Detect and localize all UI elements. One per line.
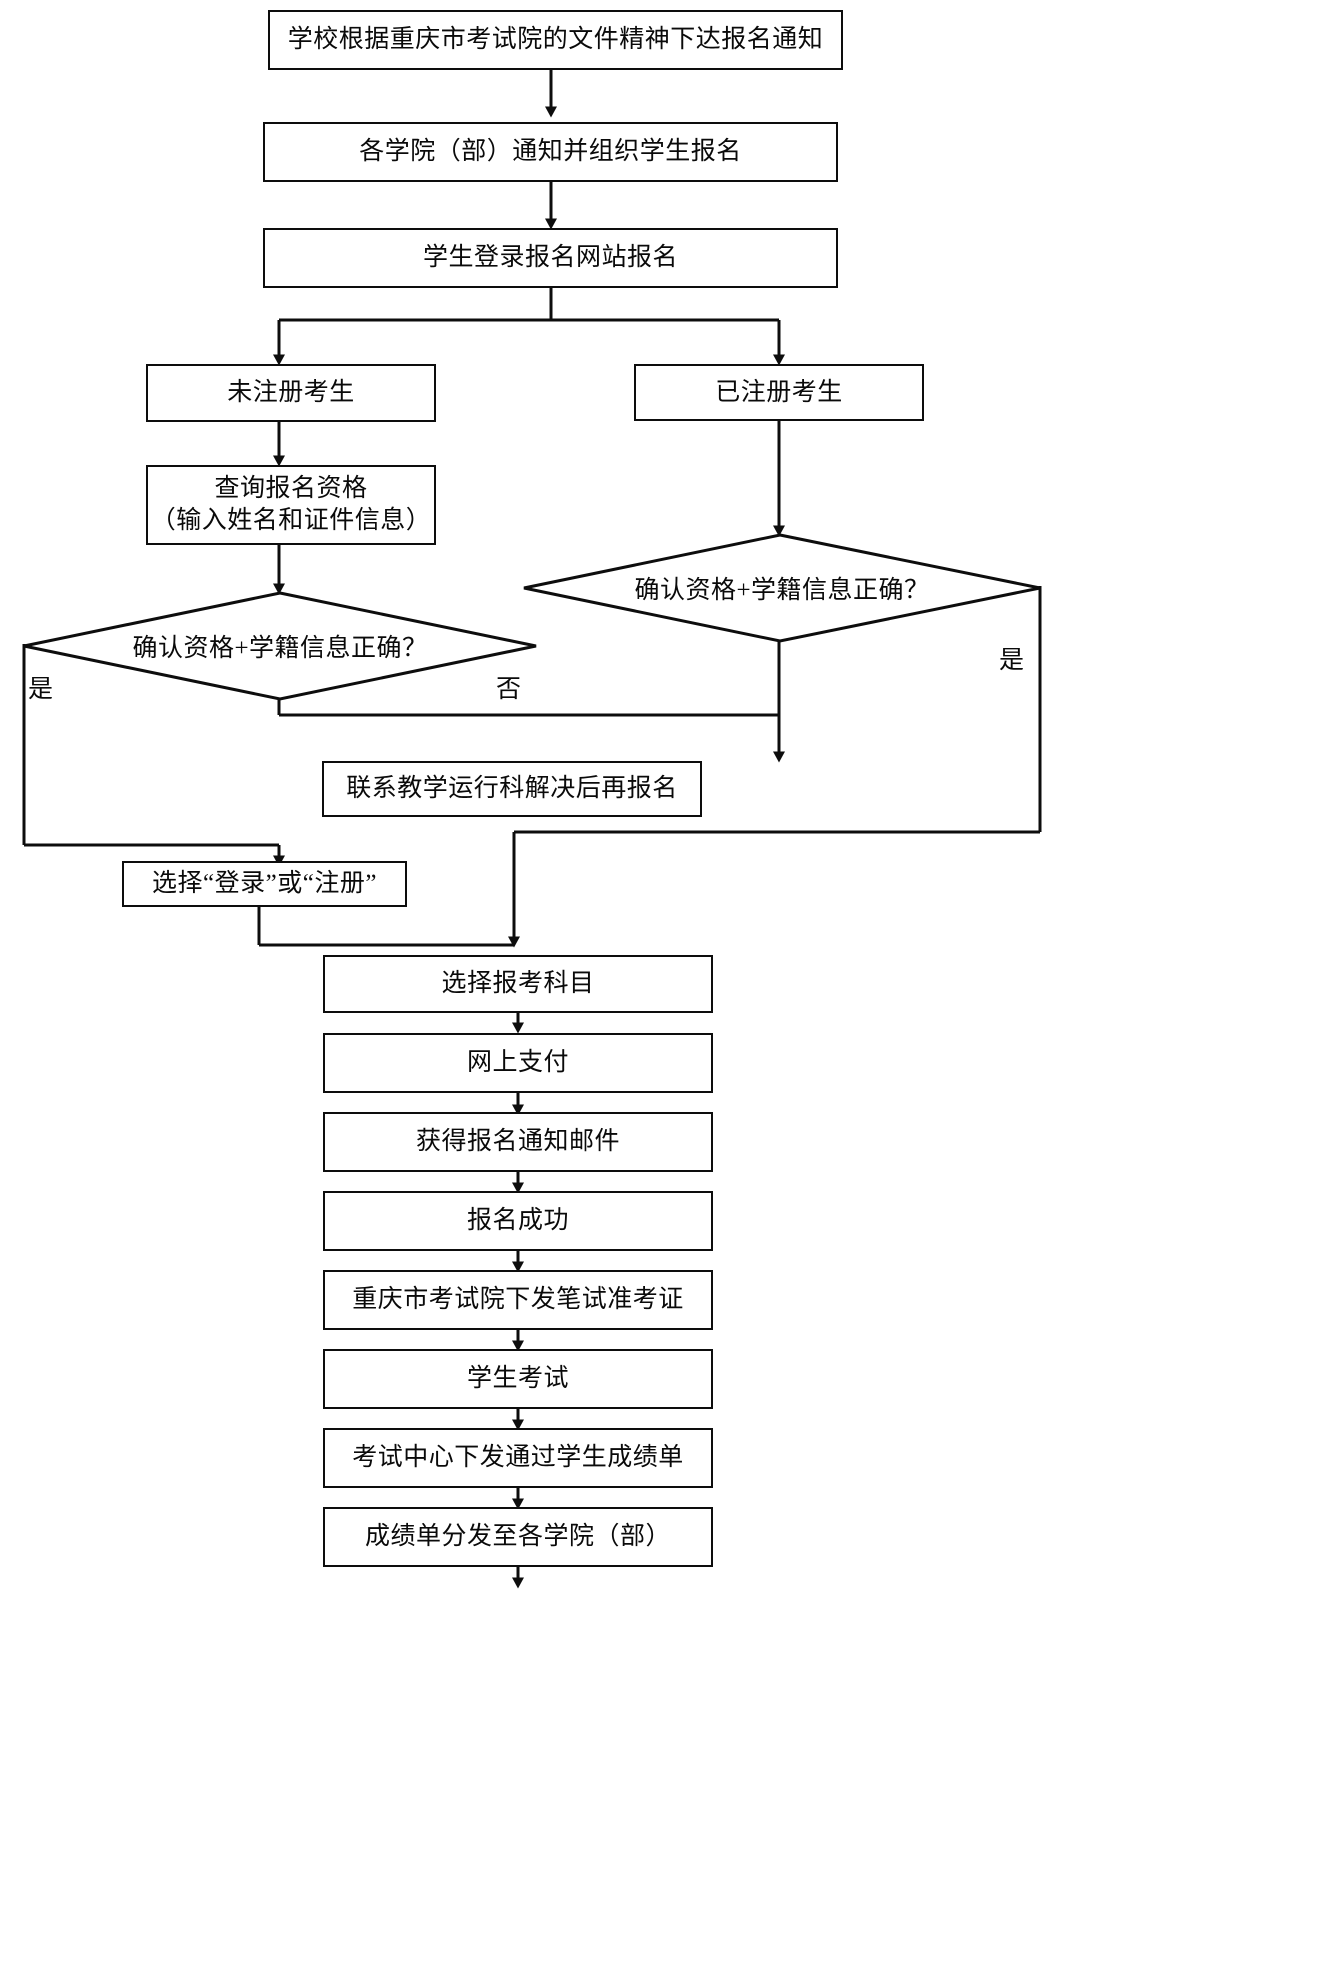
node-query-line-1: 查询报名资格 — [214, 474, 368, 502]
edge-label-left-no: 否 — [496, 676, 522, 703]
node-receive-registration-email: 获得报名通知邮件 — [323, 1112, 713, 1172]
node-registered-candidate: 已注册考生 — [634, 364, 924, 421]
node-exam-center-issues-transcript: 考试中心下发通过学生成绩单 — [323, 1428, 713, 1488]
node-online-payment: 网上支付 — [323, 1033, 713, 1093]
node-exam-authority-issues-admission-ticket: 重庆市考试院下发笔试准考证 — [323, 1270, 713, 1330]
node-transcript-distributed-to-colleges: 成绩单分发至各学院（部） — [323, 1507, 713, 1567]
node-select-exam-subjects: 选择报考科目 — [323, 955, 713, 1013]
node-query-registration-eligibility: 查询报名资格 （输入姓名和证件信息） — [146, 465, 436, 545]
edge-label-left-yes: 是 — [28, 676, 54, 703]
node-school-issues-notice: 学校根据重庆市考试院的文件精神下达报名通知 — [268, 10, 843, 70]
node-unregistered-candidate: 未注册考生 — [146, 364, 436, 422]
edge-label-right-yes: 是 — [999, 647, 1025, 674]
node-choose-login-or-register: 选择“登录”或“注册” — [122, 861, 407, 907]
decision-left-label: 确认资格+学籍信息正确？ — [132, 635, 428, 662]
decision-right-confirm-eligibility: 确认资格+学籍信息正确？ — [522, 533, 1042, 643]
node-contact-teaching-office: 联系教学运行科解决后再报名 — [322, 761, 702, 817]
node-student-takes-exam: 学生考试 — [323, 1349, 713, 1409]
node-registration-success: 报名成功 — [323, 1191, 713, 1251]
decision-right-label: 确认资格+学籍信息正确？ — [634, 577, 930, 604]
node-query-line-2: （输入姓名和证件信息） — [150, 507, 432, 534]
node-colleges-organize-registration: 各学院（部）通知并组织学生报名 — [263, 122, 838, 182]
node-student-login-website: 学生登录报名网站报名 — [263, 228, 838, 288]
decision-left-confirm-eligibility: 确认资格+学籍信息正确？ — [22, 591, 538, 701]
